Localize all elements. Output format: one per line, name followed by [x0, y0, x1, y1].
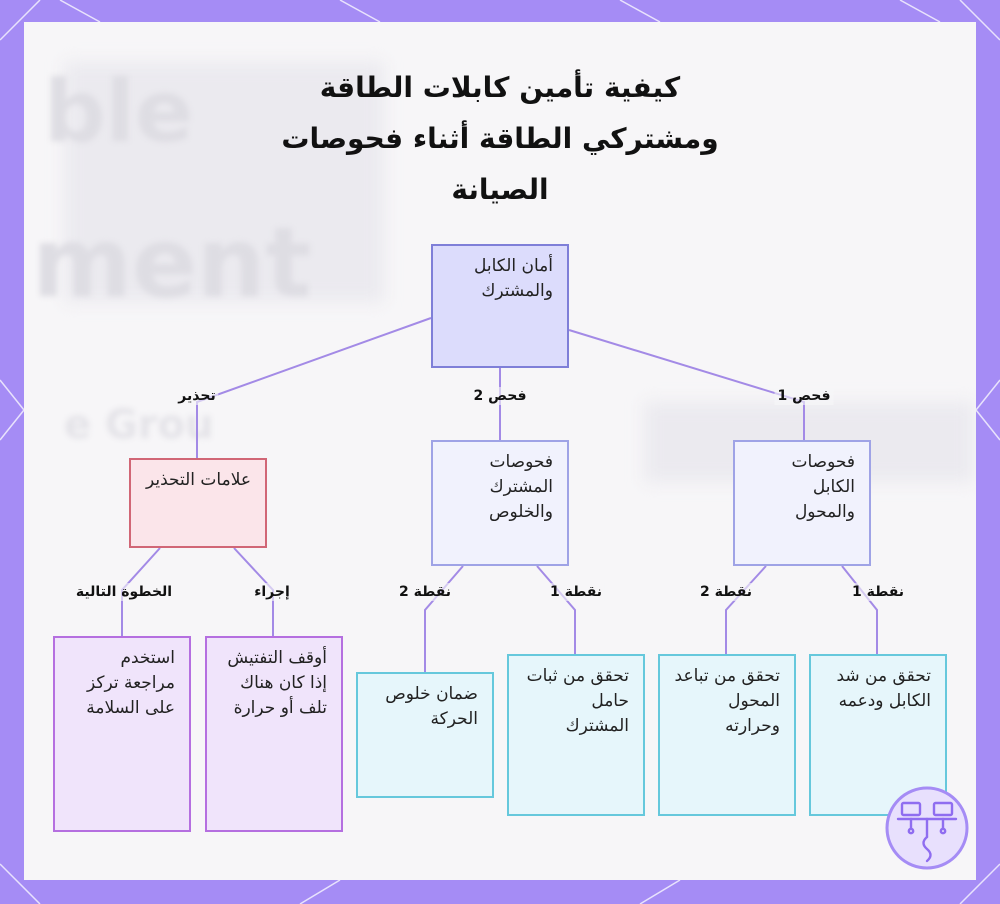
edge-label-cable-p1: نقطة 1 — [848, 583, 908, 601]
cable-adapter-checks-node: فحوصات الكابل والمحول — [733, 440, 871, 566]
edge-label-act: إجراء — [251, 583, 293, 601]
stop-inspection-node: أوقف التفتيش إذا كان هناك تلف أو حرارة — [205, 636, 343, 832]
edge-label-check1: فحص 1 — [774, 387, 834, 405]
adapter-spacing-node: تحقق من تباعد المحول وحرارته — [658, 654, 796, 816]
edge-label-switch-p2: نقطة 2 — [395, 583, 455, 601]
background-watermark-line2: ment — [32, 207, 312, 319]
diagram-title: كيفية تأمين كابلات الطاقة ومشتركي الطاقة… — [281, 71, 719, 206]
edge-label-cable-p2: نقطة 2 — [696, 583, 756, 601]
next-step-node: استخدم مراجعة تركز على السلامة — [53, 636, 191, 832]
motion-clearance-node: ضمان خلوص الحركة — [356, 672, 494, 798]
background-watermark-line3: e Grou — [64, 402, 214, 448]
holder-stability-node: تحقق من ثبات حامل المشترك — [507, 654, 645, 816]
root-node: أمان الكابل والمشترك — [431, 244, 569, 368]
switch-clearance-checks-node: فحوصات المشترك والخلوص — [431, 440, 569, 566]
warning-signs-node: علامات التحذير — [129, 458, 267, 548]
edge-label-switch-p1: نقطة 1 — [546, 583, 606, 601]
edge-label-check2: فحص 2 — [470, 387, 530, 405]
edge-label-warn: تحذير — [175, 387, 219, 405]
network-logo-icon — [885, 786, 969, 870]
edge-label-next: الخطوة التالية — [72, 583, 176, 601]
background-watermark-line1: ble — [44, 62, 194, 162]
